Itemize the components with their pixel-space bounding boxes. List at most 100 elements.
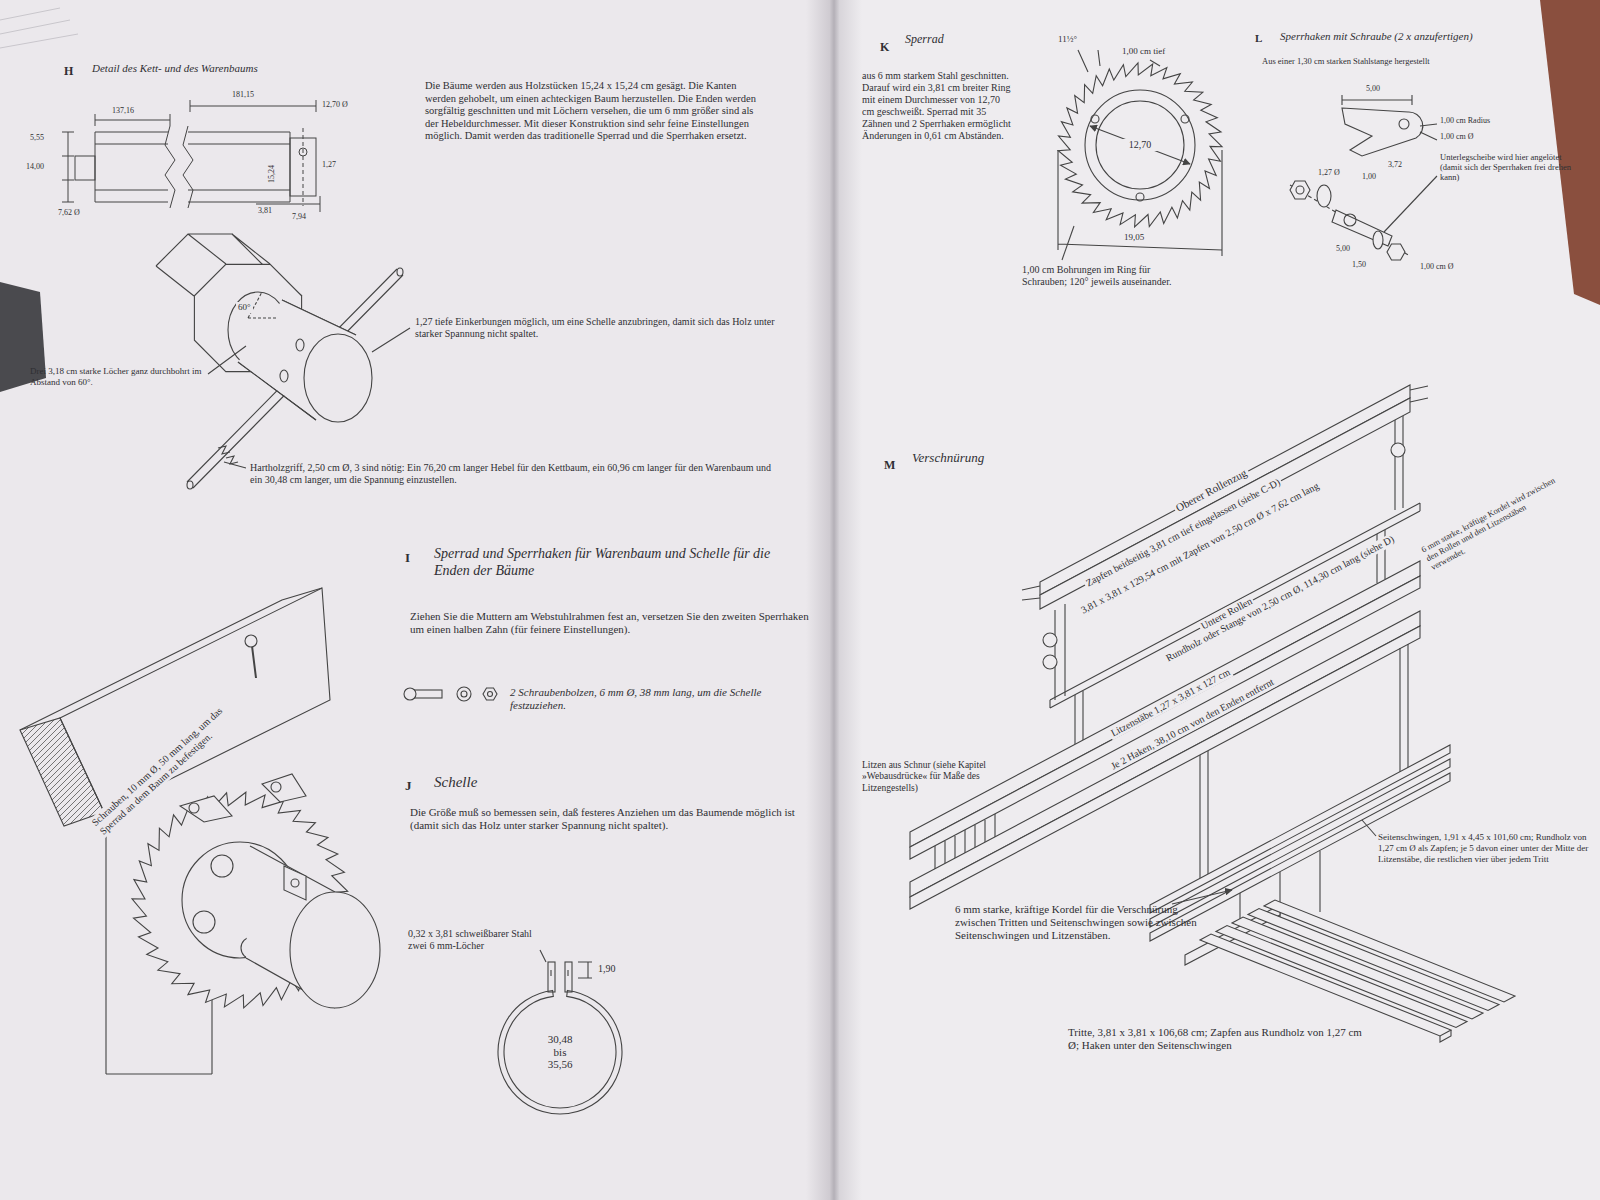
ratchet-assembly — [193, 911, 215, 933]
beam-elevation — [95, 132, 168, 202]
ratchet-assembly — [20, 588, 380, 1074]
pawl-detail — [1290, 95, 1437, 260]
ratchet-assembly — [20, 588, 322, 730]
section-heading: Detail des Kett- und des Warenbaums — [92, 62, 258, 75]
section-letter: J — [405, 778, 412, 794]
note-text: Die Größe muß so bemessen sein, daß fest… — [410, 806, 800, 832]
beam-end-view — [156, 234, 410, 489]
dimension: 1,27 — [322, 160, 336, 170]
clamp-ring — [548, 962, 555, 992]
note-text: 2 Schraubenbolzen, 6 mm Ø, 38 mm lang, u… — [510, 686, 780, 712]
dimension: 1,00 cm Radius — [1440, 116, 1490, 126]
pawl-detail — [1373, 231, 1383, 249]
dimension: 1,00 cm Ø — [1440, 132, 1474, 142]
bolt-symbol — [404, 688, 416, 700]
ratchet-assembly — [211, 855, 233, 877]
tie-up-frame — [1200, 934, 1451, 1036]
clamp-ring — [578, 962, 592, 978]
beam-end-view — [397, 268, 403, 276]
tie-up-frame — [1150, 745, 1450, 913]
dimension: 137,16 — [112, 106, 134, 116]
note-text: 1,00 cm Bohrungen im Ring für Schrauben;… — [1022, 264, 1192, 288]
section-heading: Verschnürung — [912, 450, 984, 466]
clamp-ring — [540, 950, 592, 992]
node-text: 12,70 — [1110, 139, 1170, 151]
tie-up-frame — [910, 385, 1515, 1042]
clamp-ring — [565, 962, 572, 992]
dimension: 1,50 — [1352, 260, 1366, 270]
bolt-symbol — [457, 687, 471, 701]
dimension: 12,70 Ø — [322, 100, 348, 110]
dimension: 1,00 — [1362, 172, 1376, 182]
ratchet-assembly — [189, 803, 199, 813]
pawl-detail — [1290, 181, 1310, 199]
beam-end-view — [296, 339, 304, 351]
ratchet-wheel — [1078, 50, 1100, 72]
ratchet-assembly — [245, 635, 257, 647]
pawl-detail — [1387, 244, 1405, 260]
dimension: 7,94 — [292, 212, 306, 222]
pawl-detail — [1344, 214, 1356, 226]
ratchet-wheel — [1091, 115, 1099, 123]
note-text: aus 6 mm starkem Stahl geschnitten. Dara… — [862, 70, 1012, 142]
tie-up-frame — [1362, 820, 1376, 836]
beam-elevation — [62, 132, 74, 202]
dimension: 19,05 — [1122, 232, 1146, 243]
beam-elevation — [303, 128, 304, 206]
dimension: 1,00 cm tief — [1122, 46, 1165, 57]
bolt-symbol — [404, 687, 497, 701]
tie-up-frame — [910, 626, 1420, 909]
ratchet-wheel — [1090, 126, 1190, 164]
dimension: 3,81 — [258, 206, 272, 216]
ratchet-assembly — [20, 718, 104, 826]
ratchet-wheel — [1058, 150, 1222, 256]
tie-up-frame — [1022, 386, 1428, 600]
ratchet-wheel — [1181, 115, 1189, 123]
dimension: 11½° — [1058, 34, 1077, 45]
dimension: 1,27 Ø — [1318, 168, 1340, 178]
section-letter: L — [1255, 32, 1262, 45]
pawl-detail — [1342, 95, 1412, 105]
note-text: Die Bäume werden aus Holzstücken 15,24 x… — [425, 80, 765, 143]
ratchet-assembly — [271, 782, 281, 792]
ring-outline — [1085, 90, 1195, 200]
bolt-symbol — [461, 691, 467, 697]
note-text: 6 mm starke, kräftige Kordel für die Ver… — [955, 903, 1205, 943]
clamp-ring: 30,48 bis 35,56 — [498, 990, 622, 1114]
beam-end-view — [208, 328, 410, 468]
ratchet-wheel — [1150, 60, 1160, 66]
beam-elevation — [75, 156, 95, 180]
tie-up-frame — [1040, 398, 1410, 609]
note-text: 1,27 tiefe Einkerbungen möglich, um eine… — [415, 316, 785, 340]
note-text: Drei 3,18 cm starke Löcher ganz durchboh… — [30, 366, 205, 388]
dimension: 181,15 — [232, 90, 254, 100]
tie-up-frame — [1172, 890, 1232, 904]
beam-end-view — [304, 334, 372, 422]
dimension: 3,72 — [1388, 160, 1402, 170]
tie-up-frame — [1391, 443, 1405, 457]
ratchet-wheel — [1062, 226, 1074, 260]
note-text: Aus einer 1,30 cm starken Stahlstange he… — [1262, 56, 1582, 66]
clamp-ring — [540, 950, 546, 962]
ratchet-assembly — [180, 796, 232, 822]
note-text: Litzen aus Schnur (siehe Kapitel »Webaus… — [862, 760, 1002, 794]
ratchet-assembly — [252, 646, 256, 678]
note-text: Hartholzgriff, 2,50 cm Ø, 3 sind nötig: … — [250, 462, 780, 486]
beam-end-view — [187, 481, 193, 489]
ratchet-assembly — [60, 588, 330, 812]
note-text: 0,32 x 3,81 schweißbarer Stahl zwei 6 mm… — [408, 928, 538, 952]
section-heading: Sperrhaken mit Schraube (2 x anzufertige… — [1280, 30, 1580, 43]
beam-elevation — [165, 126, 193, 208]
page-ground — [0, 8, 78, 48]
note-text: Tritte, 3,81 x 3,81 x 106,68 cm; Zapfen … — [1068, 1026, 1368, 1052]
clamp-ring — [551, 970, 568, 976]
section-letter: K — [880, 40, 889, 54]
dimension: 1,00 cm Ø — [1420, 262, 1454, 272]
dimension: 7,62 Ø — [58, 208, 80, 218]
section-letter: H — [64, 64, 73, 78]
pawl-detail — [1399, 119, 1409, 129]
page-ground — [806, 0, 862, 1200]
dimension: 14,00 — [26, 162, 44, 172]
